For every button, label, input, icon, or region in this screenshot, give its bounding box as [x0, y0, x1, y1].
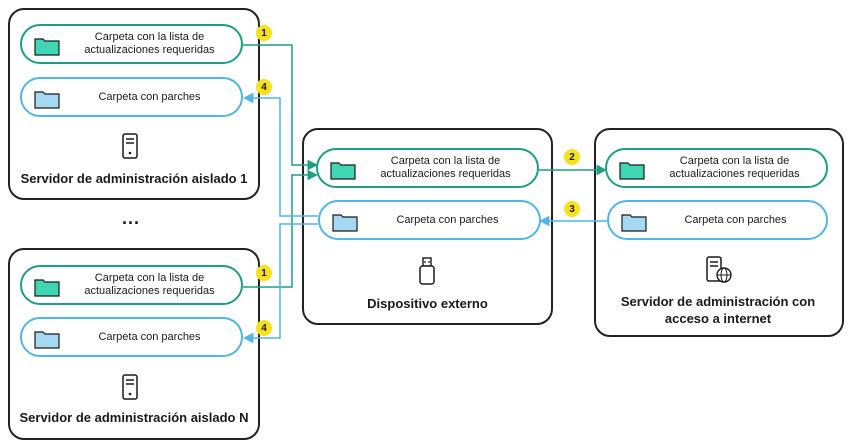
folder-icon	[34, 331, 60, 349]
step-badge-2: 2	[564, 149, 580, 165]
folder-label: Carpeta con la lista de actualizaciones …	[669, 155, 800, 180]
folder-update-list-internet: Carpeta con la lista de actualizaciones …	[605, 148, 828, 188]
arrow-step-4-top	[242, 92, 318, 217]
folder-label: Carpeta con la lista de actualizaciones …	[380, 155, 511, 180]
folder-label: Carpeta con parches	[98, 330, 201, 343]
folder-label: Carpeta con parches	[684, 213, 787, 226]
folder-icon	[34, 38, 60, 56]
folder-icon	[330, 162, 356, 180]
folder-icon	[332, 214, 358, 232]
folder-patches-isolated-1: Carpeta con parches	[20, 77, 243, 117]
folder-icon	[621, 214, 647, 232]
folder-patches-external: Carpeta con parches	[318, 200, 541, 240]
step-badge-1-bottom: 1	[256, 265, 272, 281]
server-label-external-device: Dispositivo externo	[367, 296, 488, 311]
folder-icon	[34, 279, 60, 297]
folder-update-list-external: Carpeta con la lista de actualizaciones …	[316, 148, 539, 188]
folder-icon	[619, 162, 645, 180]
folder-update-list-isolated-n: Carpeta con la lista de actualizaciones …	[20, 265, 243, 305]
folder-label: Carpeta con la lista de actualizaciones …	[84, 272, 215, 297]
server-icon	[122, 374, 138, 400]
step-badge-3: 3	[564, 201, 580, 217]
arrow-step-4-bottom	[242, 223, 318, 344]
folder-label: Carpeta con parches	[396, 213, 499, 226]
server-label-internet: Servidor de administración con acceso a …	[620, 294, 816, 326]
server-globe-icon	[706, 256, 732, 283]
folder-icon	[34, 91, 60, 109]
folder-label: Carpeta con la lista de actualizaciones …	[84, 31, 215, 56]
server-label-isolated-n: Servidor de administración aislado N	[19, 410, 249, 425]
server-icon	[122, 133, 138, 159]
step-badge-1-top: 1	[256, 25, 272, 41]
arrow-step-1-bottom	[243, 169, 319, 288]
folder-patches-isolated-n: Carpeta con parches	[20, 317, 243, 357]
step-badge-4-top: 4	[256, 79, 272, 95]
usb-drive-icon	[419, 257, 435, 285]
folder-patches-internet: Carpeta con parches	[607, 200, 828, 240]
server-label-isolated-1: Servidor de administración aislado 1	[20, 171, 248, 186]
more-servers-ellipsis: ...	[122, 208, 141, 228]
folder-label: Carpeta con parches	[98, 90, 201, 103]
step-badge-4-bottom: 4	[256, 320, 272, 336]
arrow-step-1-top	[243, 44, 319, 171]
folder-update-list-isolated-1: Carpeta con la lista de actualizaciones …	[20, 24, 243, 64]
